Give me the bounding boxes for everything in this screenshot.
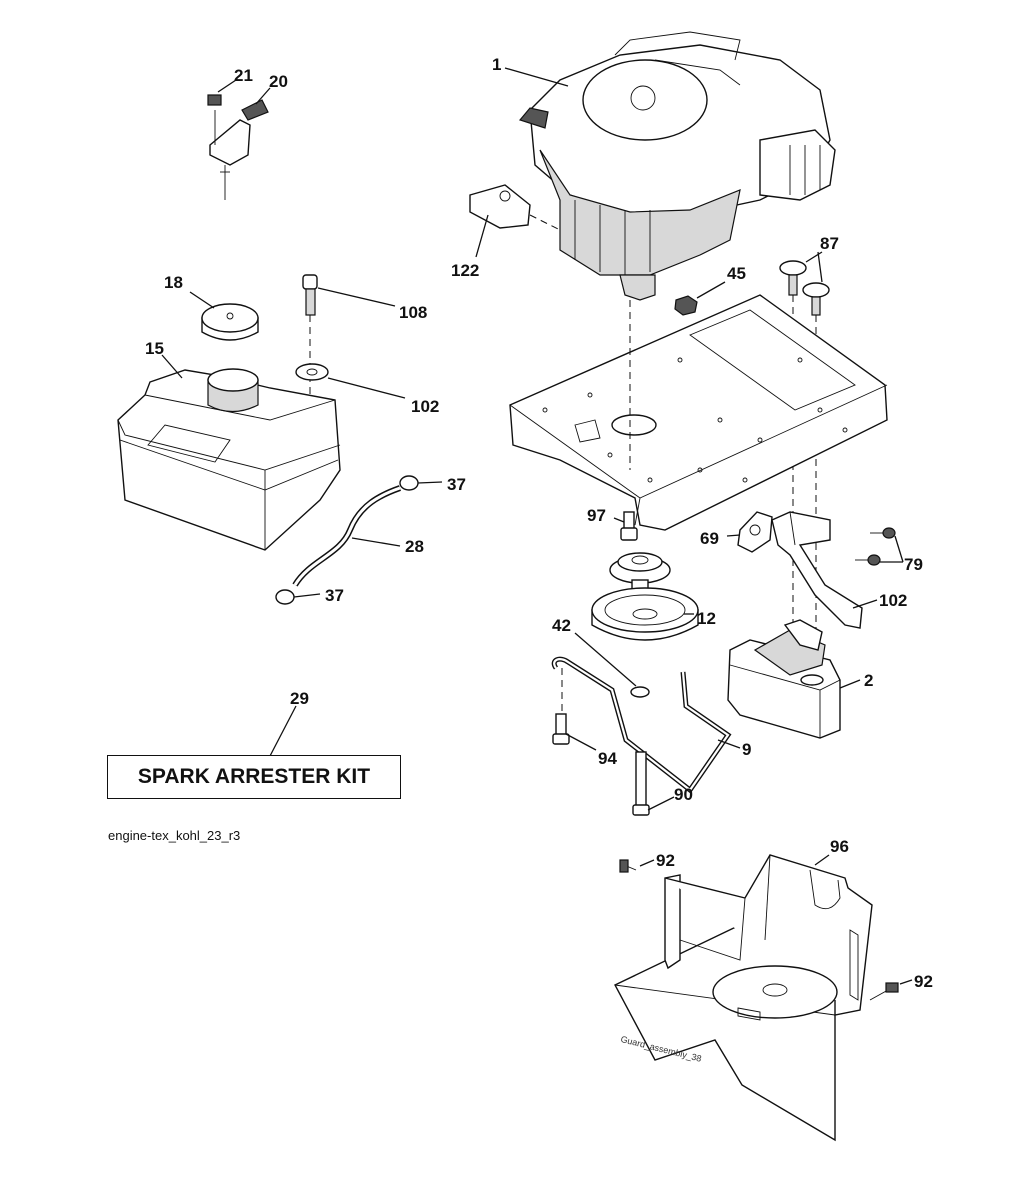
guard-screw-part (619, 859, 899, 1001)
washer-part (295, 363, 329, 381)
callout-20: 20 (269, 72, 288, 91)
callout-2: 2 (864, 671, 873, 690)
callout-12: 12 (697, 609, 716, 628)
callout-87: 87 (820, 234, 839, 253)
callout-92: 97 (587, 506, 606, 525)
callout-90: 94 (598, 749, 617, 768)
nut-part (674, 295, 698, 316)
spark-arrester-kit-label: SPARK ARRESTER KIT (107, 755, 401, 799)
callout-102-bottom: 92 (914, 972, 933, 991)
fuel-line-part (292, 485, 401, 587)
spacer-part (630, 686, 650, 698)
guard-assembly-part (614, 854, 873, 1142)
callout-94: 102 (879, 591, 907, 610)
diagram-reference-code: engine-tex_kohl_23_r3 (108, 828, 241, 843)
callout-122: 122 (451, 261, 479, 280)
fuel-tank-part (117, 368, 341, 551)
callout-15: 15 (145, 339, 164, 358)
callout-69: 69 (700, 529, 719, 548)
callout-42: 42 (552, 616, 571, 635)
callout-37-top: 37 (447, 475, 466, 494)
engine-part (518, 31, 836, 301)
brake-rod-part (551, 656, 732, 794)
gasket-part (737, 511, 773, 553)
callout-108: 96 (830, 837, 849, 856)
exhaust-pipe-part (771, 511, 863, 629)
callout-18: 18 (164, 273, 183, 292)
screw-part (855, 527, 896, 566)
callout-102-top: 92 (656, 851, 675, 870)
callout-9: 9 (742, 740, 751, 759)
callout-96: 102 (411, 397, 439, 416)
rod-bolt-part (552, 713, 650, 816)
callout-1: 1 (492, 55, 501, 74)
muffler-part (727, 619, 841, 739)
pulley-bolt-part (620, 511, 638, 541)
callout-97: 108 (399, 303, 427, 322)
callout-85: 90 (674, 785, 693, 804)
callout-37-bottom: 37 (325, 586, 344, 605)
callout-79: 79 (904, 555, 923, 574)
frame-plate-part (509, 294, 888, 531)
pulley-part (591, 552, 699, 641)
fuel-shutoff-part (207, 94, 269, 200)
callout-29: 29 (290, 689, 309, 708)
fuel-cap-part (201, 303, 259, 341)
bracket-part (469, 184, 561, 231)
hose-clamp-part (275, 475, 419, 605)
callout-21: 21 (234, 66, 253, 85)
callout-45: 45 (727, 264, 746, 283)
callout-28: 28 (405, 537, 424, 556)
